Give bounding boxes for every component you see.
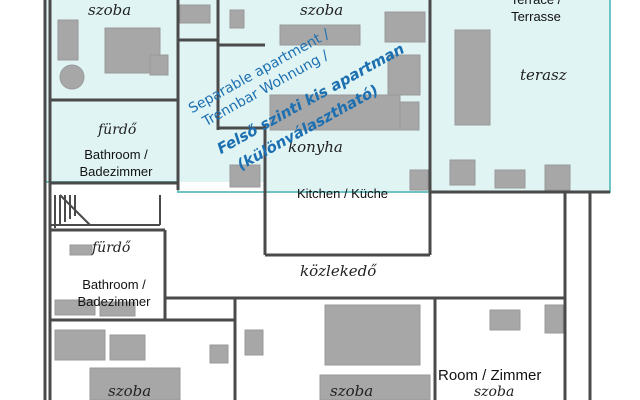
bathroom-upper-label: fürdő bbox=[98, 122, 137, 138]
room-label-top-center: szoba bbox=[300, 1, 344, 19]
kitchen-caption: Kitchen / Küche bbox=[296, 186, 389, 201]
terrace-label: terasz bbox=[520, 66, 567, 84]
staircase bbox=[50, 194, 161, 228]
furniture bbox=[54, 4, 571, 400]
room-label-bottom-center: szoba bbox=[330, 382, 374, 400]
bathroom-upper-caption-line2: Badezimmer bbox=[79, 164, 153, 179]
bathroom-upper-caption-line1: Bathroom / bbox=[84, 147, 148, 162]
bathroom-lower-label: fürdő bbox=[92, 240, 131, 256]
kitchen-label: konyha bbox=[288, 138, 343, 156]
corridor-label: közlekedő bbox=[300, 262, 377, 280]
room-label-bottom-right: szoba bbox=[474, 384, 515, 400]
terrace-caption-line2: Terrasse bbox=[511, 9, 561, 24]
room-bottom-right-caption: Room / Zimmer bbox=[438, 367, 542, 384]
room-label-top-left: szoba bbox=[88, 1, 132, 19]
terrace-caption-line1: Terrace / bbox=[491, 0, 581, 8]
walls bbox=[43, 0, 610, 400]
bathroom-lower-caption-line2: Badezimmer bbox=[77, 294, 151, 309]
bathroom-lower-caption-line1: Bathroom / bbox=[82, 277, 146, 292]
room-label-bottom-left: szoba bbox=[108, 382, 152, 400]
